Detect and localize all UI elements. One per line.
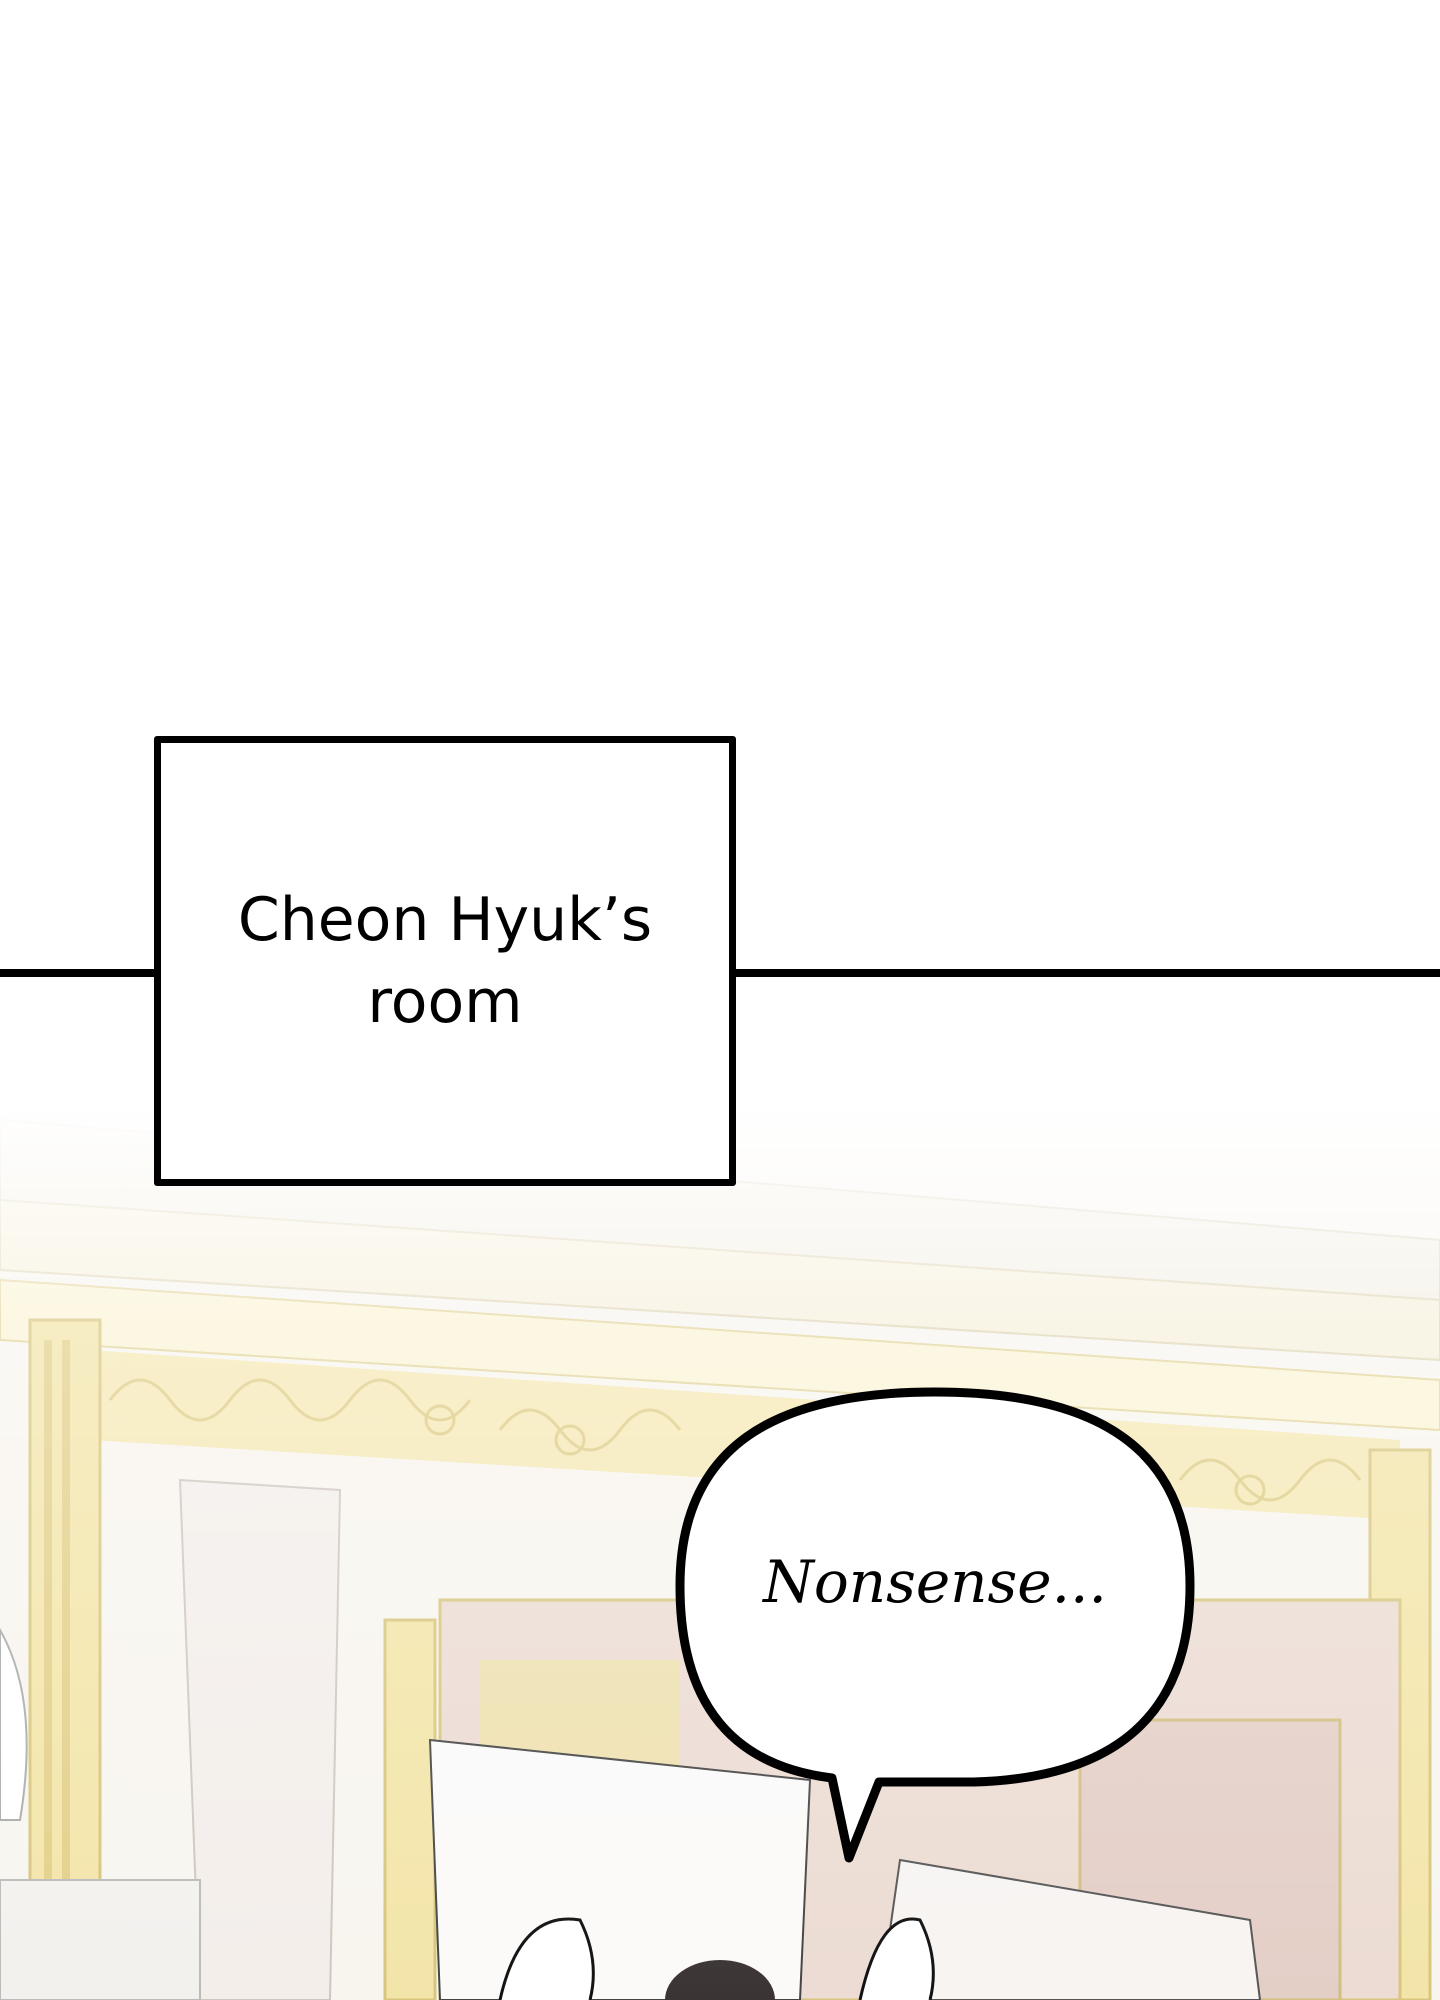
location-caption-box: Cheon Hyuk’s room bbox=[154, 736, 736, 1186]
caption-text: Cheon Hyuk’s room bbox=[238, 879, 652, 1043]
speech-bubble bbox=[675, 1387, 1195, 1863]
bedroom-illustration bbox=[0, 1100, 1440, 2000]
caption-line-1: Cheon Hyuk’s bbox=[237, 885, 653, 955]
caption-line-2: room bbox=[367, 967, 523, 1037]
speech-bubble-text: Nonsense... bbox=[763, 1548, 1107, 1616]
